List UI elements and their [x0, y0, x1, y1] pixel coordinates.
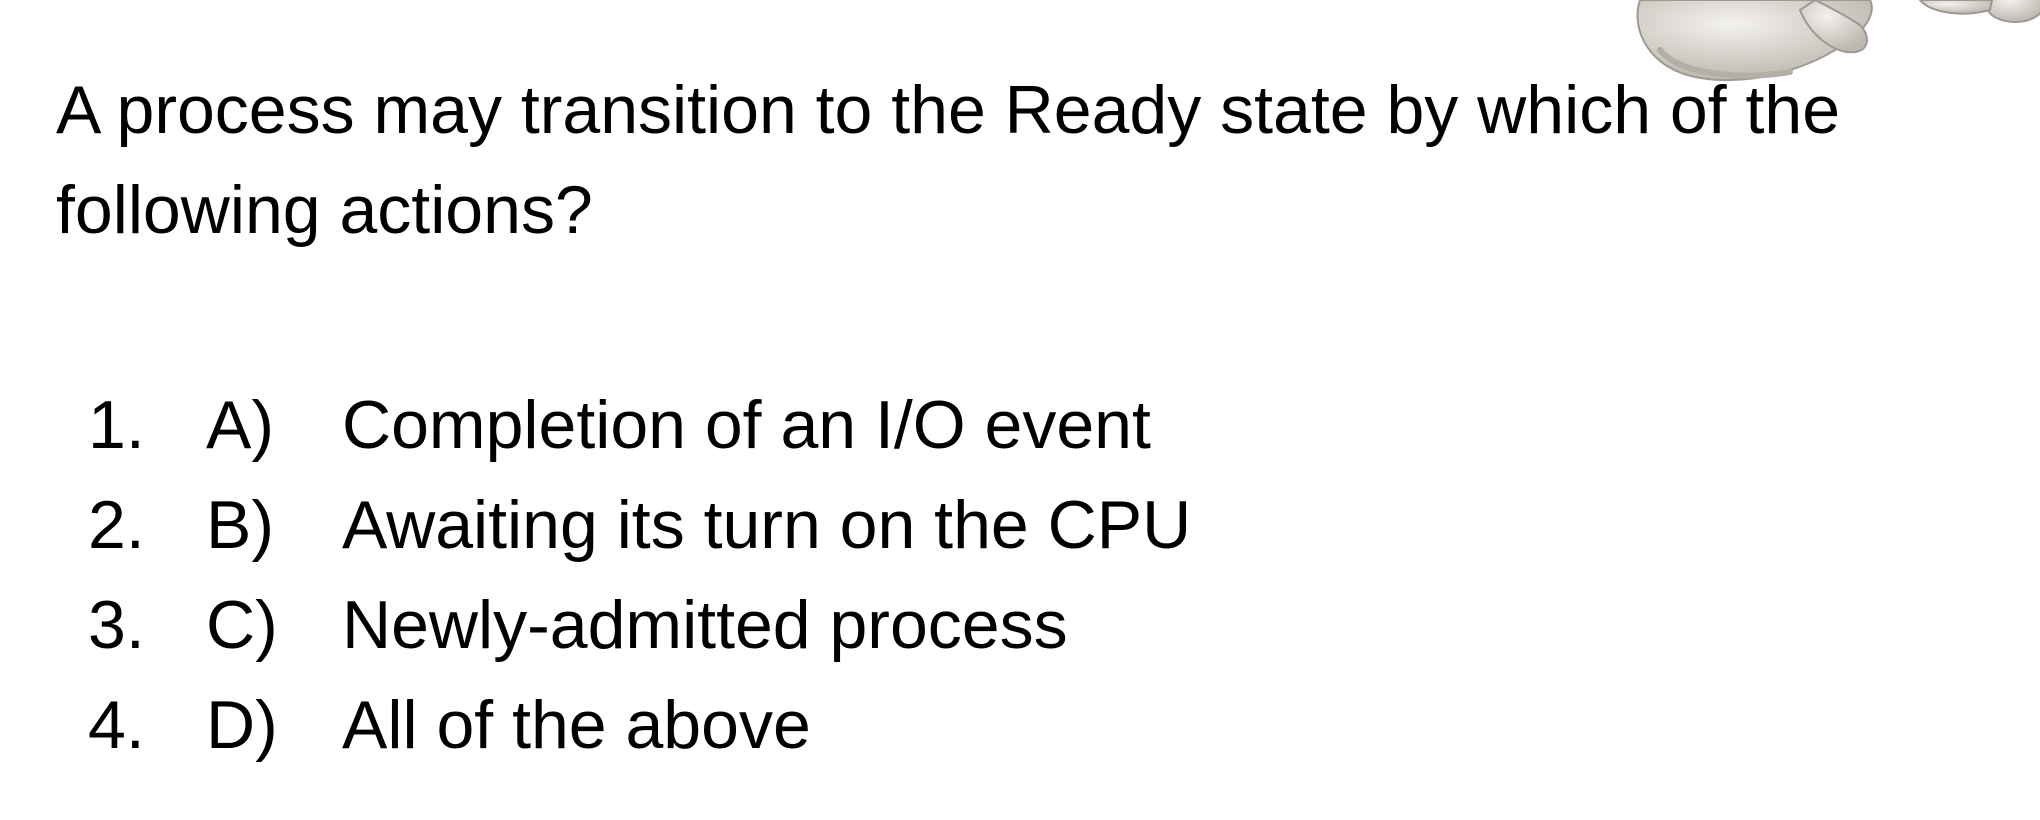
option-b[interactable]: 2. B) Awaiting its turn on the CPU: [88, 475, 1191, 575]
option-letter: A): [206, 387, 274, 463]
question-text: A process may transition to the Ready st…: [56, 72, 1841, 248]
option-letter: C): [206, 587, 278, 663]
option-number: 3.: [88, 587, 145, 663]
option-letter: B): [206, 487, 274, 563]
stick-figure-clipart-icon: [1620, 0, 2040, 90]
option-letter: D): [206, 687, 278, 763]
option-text: Newly-admitted process: [342, 587, 1068, 663]
option-d[interactable]: 4. D) All of the above: [88, 675, 1191, 775]
option-text: All of the above: [342, 687, 811, 763]
option-a[interactable]: 1. A) Completion of an I/O event: [88, 375, 1191, 475]
answer-options-list: 1. A) Completion of an I/O event 2. B) A…: [88, 375, 1191, 775]
option-number: 2.: [88, 487, 145, 563]
option-number: 4.: [88, 687, 145, 763]
option-number: 1.: [88, 387, 145, 463]
option-text: Completion of an I/O event: [342, 387, 1151, 463]
option-text: Awaiting its turn on the CPU: [342, 487, 1192, 563]
option-c[interactable]: 3. C) Newly-admitted process: [88, 575, 1191, 675]
